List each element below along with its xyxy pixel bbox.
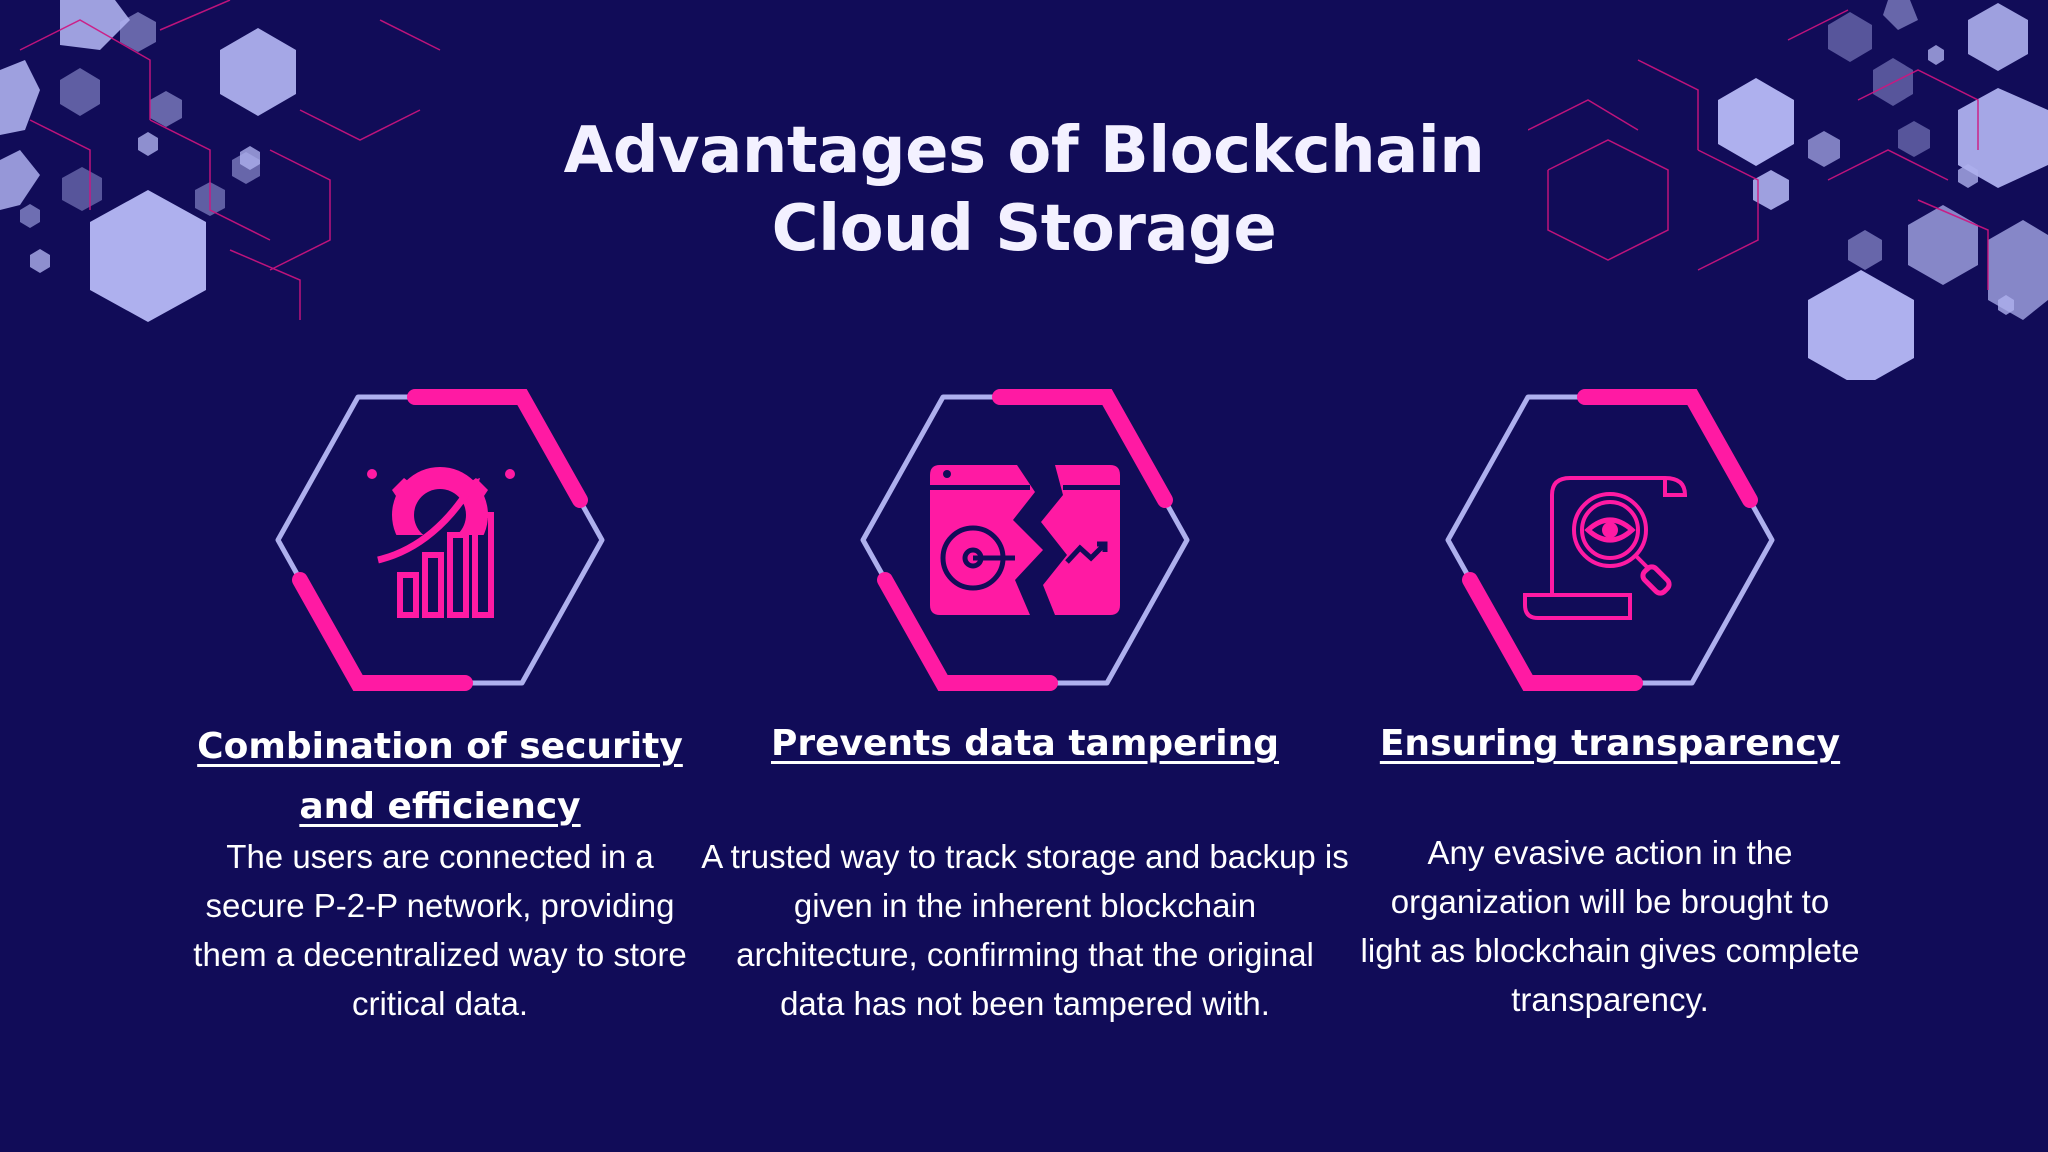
feature-heading: Ensuring transparency <box>1379 723 1841 764</box>
hexagon-pattern-decoration <box>0 0 441 322</box>
feature-description: The users are connected in a secure P-2-… <box>193 838 687 1022</box>
feature-description: A trusted way to track storage and backu… <box>701 838 1349 1022</box>
feature-description: Any evasive action in the organization w… <box>1360 834 1860 1018</box>
hexagon-frame <box>270 380 610 700</box>
title-line-2: Cloud Storage <box>771 192 1277 266</box>
hexagon-frame <box>1440 380 1780 700</box>
hexagon-pattern-decoration <box>1528 0 2048 380</box>
title-line-1: Advantages of Blockchain <box>563 114 1485 188</box>
feature-heading: Prevents data tampering <box>770 723 1280 764</box>
broken-hard-drive-icon <box>930 465 1120 615</box>
gear-growth-chart-icon <box>367 467 515 625</box>
hexagon-frame <box>855 380 1195 700</box>
document-eye-search-icon <box>1523 476 1688 620</box>
page-title: Advantages of Blockchain Cloud Storage <box>424 112 1624 268</box>
feature-heading: Combination of security and efficiency <box>197 726 683 827</box>
